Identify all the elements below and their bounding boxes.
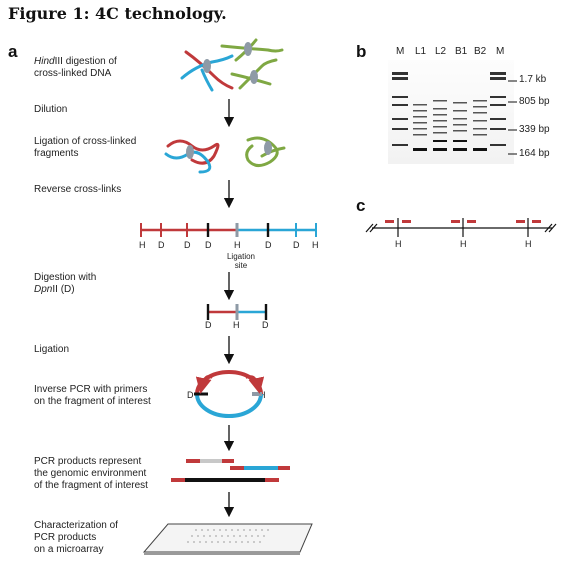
gel-marker-label: 164 bp	[519, 148, 550, 159]
panel-c-genomic-line	[365, 218, 557, 237]
crosslinked-dna-cluster-1	[180, 50, 234, 92]
ligated-fragment-loop-1	[164, 139, 220, 174]
site-label-h: H	[234, 240, 241, 250]
panel-c-site-label: H	[460, 239, 467, 249]
gel-lane-label: B1	[455, 46, 468, 57]
site-label-h: H	[233, 320, 240, 330]
linear-fragment-sites	[140, 223, 317, 237]
site-label-d: D	[184, 240, 191, 250]
panel-label-c: c	[356, 196, 366, 215]
figure-title: Figure 1: 4C technology.	[8, 4, 227, 23]
site-label-d: D	[187, 390, 194, 400]
circularized-fragment	[194, 370, 265, 418]
microarray-slide	[142, 523, 313, 555]
gel-lane-label: L1	[415, 46, 427, 57]
site-label-d: D	[262, 320, 269, 330]
site-label-h: H	[312, 240, 319, 250]
panel-c-site-label: H	[525, 239, 532, 249]
step-reverse-crosslinks: Reverse cross-links	[34, 184, 122, 195]
panel-label-a: a	[8, 42, 18, 61]
panel-c-site-label: H	[395, 239, 402, 249]
site-label-d: D	[158, 240, 165, 250]
crosslinked-dna-cluster-2	[220, 38, 284, 90]
gel-lane-label: L2	[435, 46, 447, 57]
gel-marker-label: 805 bp	[519, 96, 550, 107]
site-label-h: H	[139, 240, 146, 250]
step-dilution: Dilution	[34, 104, 68, 115]
site-label-d: D	[205, 240, 212, 250]
site-label-d: D	[293, 240, 300, 250]
gel-marker-label: 1.7 kb	[519, 74, 547, 85]
step-ligation: Ligation	[34, 344, 70, 355]
gel-lane-label: M	[496, 46, 505, 57]
gel-image	[388, 60, 517, 164]
gel-lane-label: M	[396, 46, 405, 57]
gel-marker-label: 339 bp	[519, 124, 550, 135]
site-label-d: D	[265, 240, 272, 250]
site-label-d: D	[205, 320, 212, 330]
pcr-products	[171, 459, 290, 482]
gel-lane-label: B2	[474, 46, 487, 57]
ligated-fragment-loop-2	[245, 136, 286, 167]
dpnii-fragment	[206, 304, 268, 320]
panel-label-b: b	[356, 42, 367, 61]
